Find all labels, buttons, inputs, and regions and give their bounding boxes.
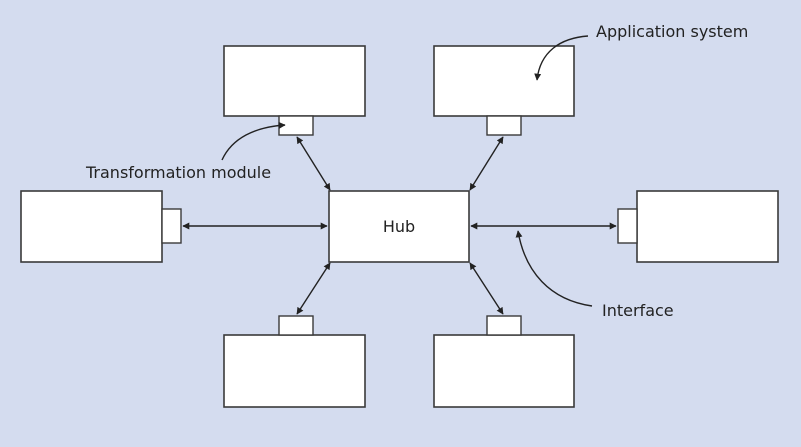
application-system-callout-label: Application system — [596, 22, 748, 41]
interface-top-left — [296, 136, 331, 191]
transformation-module-top-right — [486, 115, 522, 136]
transformation-module-callout-arrow — [221, 121, 286, 161]
application-system-left — [20, 190, 163, 263]
transformation-module-callout-label: Transformation module — [85, 163, 271, 182]
application-system-bottom-right — [433, 334, 575, 408]
transformation-module-left — [161, 208, 182, 244]
hub-label: Hub — [383, 217, 415, 236]
application-system-top-left — [223, 45, 366, 117]
interface-callout-label: Interface — [602, 301, 674, 320]
transformation-module-right — [617, 208, 638, 244]
application-system-callout-arrow — [534, 35, 589, 81]
interface-callout-arrow — [515, 230, 593, 307]
application-system-right — [636, 190, 779, 263]
application-system-bottom-left — [223, 334, 366, 408]
transformation-module-bottom-left — [278, 315, 314, 336]
interface-top-right — [469, 136, 504, 191]
transformation-module-bottom-right — [486, 315, 522, 336]
hub-box — [328, 190, 470, 263]
interface-bottom-left — [296, 262, 331, 315]
application-system-top-right — [433, 45, 575, 117]
interface-bottom-right — [469, 262, 504, 315]
